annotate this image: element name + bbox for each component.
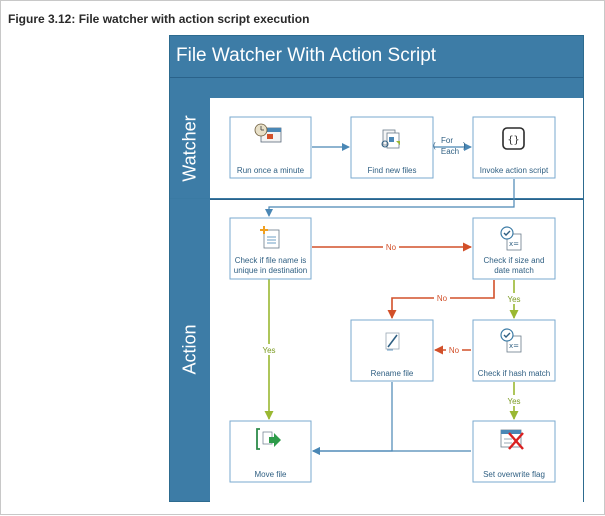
node-check-size: x= Check if size and date match	[472, 217, 556, 280]
rename-pencil-icon	[385, 332, 400, 351]
node-move-label: Move file	[254, 470, 287, 479]
node-invoke: {} Invoke action script	[472, 116, 556, 179]
node-invoke-label: Invoke action script	[480, 166, 549, 175]
overwrite-flag-icon	[500, 429, 524, 450]
move-file-icon	[256, 428, 281, 450]
node-check-size-label-1: Check if size and	[484, 256, 545, 265]
node-overwrite: Set overwrite flag	[472, 420, 556, 483]
no-label-3: No	[449, 346, 460, 355]
svg-text:x=: x=	[509, 342, 519, 350]
svg-text:): )	[463, 141, 466, 150]
new-document-icon	[260, 226, 280, 249]
yes-label-1: Yes	[262, 346, 275, 355]
node-find-new-label: Find new files	[368, 166, 417, 175]
node-rename: Rename file	[350, 319, 434, 382]
node-run-once: Run once a minute	[229, 116, 312, 179]
files-icon	[381, 129, 400, 149]
no-label-1: No	[386, 243, 397, 252]
watcher-lane-header: Watcher	[170, 98, 210, 198]
check-icon: x=	[500, 328, 522, 353]
figure-caption: Figure 3.12: File watcher with action sc…	[8, 12, 310, 26]
node-check-hash-label: Check if hash match	[478, 369, 550, 378]
scheduler-icon	[254, 123, 282, 143]
node-find-new: Find new files	[350, 116, 434, 179]
node-overwrite-label: Set overwrite flag	[483, 470, 545, 479]
diagram-title: File Watcher With Action Script	[176, 45, 437, 66]
edge-invoke-to-check-unique	[265, 179, 515, 217]
each-label: Each	[441, 147, 459, 156]
yes-label-3: Yes	[507, 397, 520, 406]
edge-rename-to-move	[312, 382, 393, 455]
script-icon: {}	[502, 127, 525, 150]
node-check-size-label-2: date match	[494, 266, 534, 275]
node-rename-label: Rename file	[371, 369, 414, 378]
for-label: For	[441, 136, 453, 145]
node-check-hash: x= Check if hash match	[472, 319, 556, 382]
no-label-2: No	[437, 294, 448, 303]
node-check-unique: Check if file name is unique in destinat…	[229, 217, 312, 280]
diagram-header: File Watcher With Action Script	[170, 36, 583, 77]
check-icon: x=	[500, 226, 522, 251]
svg-text:x=: x=	[509, 240, 519, 248]
svg-text:{}: {}	[507, 135, 519, 146]
node-run-once-label: Run once a minute	[237, 166, 305, 175]
yes-label-2: Yes	[507, 295, 520, 304]
node-check-unique-label-2: unique in destination	[234, 266, 307, 275]
node-move: Move file	[229, 420, 312, 483]
action-lane-header: Action	[170, 199, 210, 501]
node-check-unique-label-1: Check if file name is	[235, 256, 307, 265]
for-each-label: ( ) For Each	[433, 136, 466, 156]
svg-text:(: (	[433, 141, 436, 150]
